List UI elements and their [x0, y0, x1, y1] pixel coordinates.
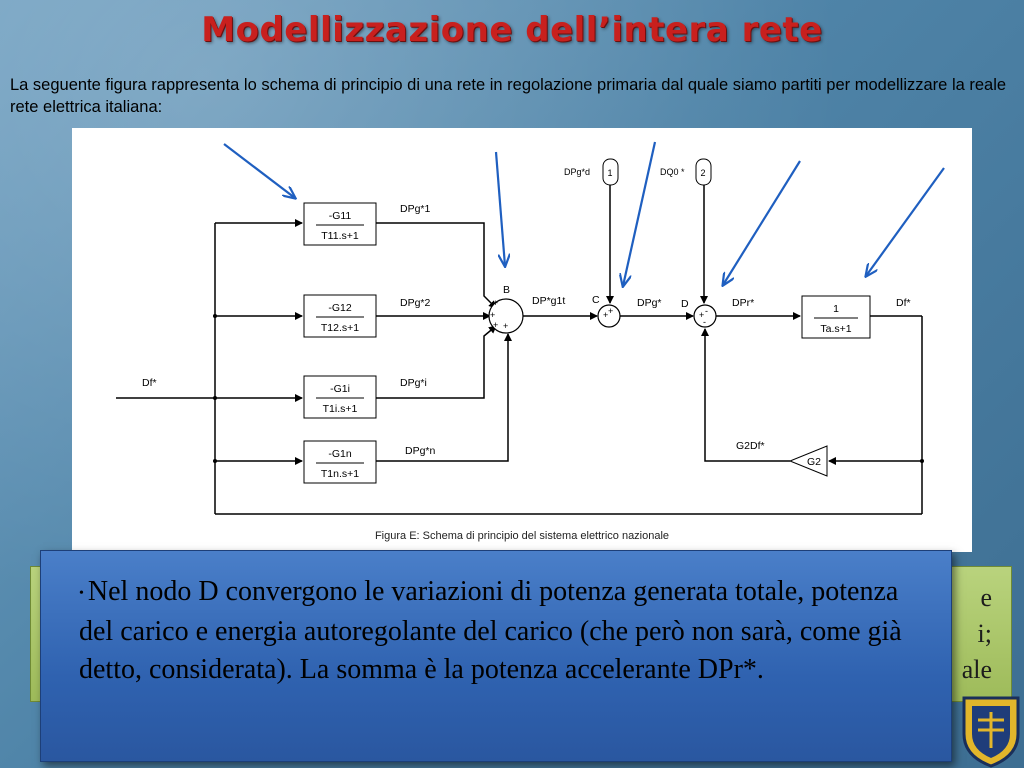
annotation-arrow — [494, 151, 505, 266]
sum-node-d: + - - — [693, 304, 717, 328]
figure-caption: Figura E: Schema di principio del sistem… — [374, 530, 670, 542]
svg-text:Ta.s+1: Ta.s+1 — [820, 323, 851, 335]
fragment: e — [980, 583, 992, 612]
callout-box: •Nel nodo D convergono le variazioni di … — [40, 550, 952, 762]
signal-g2df — [701, 328, 790, 462]
signal-dpgi — [376, 325, 497, 399]
sum-node-c: + + — [597, 304, 621, 328]
svg-text:-: - — [703, 317, 706, 327]
label-dpg2: DPg*2 — [400, 297, 431, 309]
svg-text:+: + — [608, 306, 613, 316]
svg-text:-: - — [705, 306, 708, 316]
label-dpgi: DPg*i — [400, 377, 427, 389]
background-text-fragments: e i; ale — [922, 580, 992, 688]
label-dpg1t: DP*g1t — [532, 295, 565, 307]
node-label-c: C — [592, 294, 600, 306]
annotation-arrow — [866, 167, 945, 276]
block-plant: 1 Ta.s+1 — [801, 295, 871, 339]
fragment: i; — [977, 619, 992, 648]
svg-text:-G1n: -G1n — [328, 448, 352, 460]
svg-text:+: + — [699, 310, 704, 320]
svg-text:+: + — [603, 310, 608, 320]
block-g12: -G12 T12.s+1 — [303, 294, 377, 338]
label-dpg1: DPg*1 — [400, 203, 431, 215]
label-g2df: G2Df* — [736, 440, 765, 452]
input-label: Df* — [142, 377, 157, 389]
annotation-arrow — [223, 143, 295, 198]
svg-text:-G11: -G11 — [329, 210, 352, 222]
inport-1-num: 1 — [607, 168, 612, 178]
block-g1n: -G1n T1n.s+1 — [303, 440, 377, 484]
label-df-out: Df* — [896, 297, 911, 309]
svg-text:T1i.s+1: T1i.s+1 — [323, 403, 358, 415]
gain-g2 — [788, 445, 828, 477]
gain-g2-label: G2 — [807, 456, 821, 468]
svg-text:+: + — [503, 321, 508, 331]
annotation-arrow — [623, 141, 657, 286]
sum-node-b: + + + + — [488, 298, 524, 334]
node-label-d: D — [681, 298, 689, 310]
inport-1-label: DPg*d — [564, 167, 590, 177]
signal-dpgn — [376, 333, 512, 462]
svg-text:1: 1 — [833, 303, 839, 315]
slide-title: Modellizzazione dell’intera rete — [201, 10, 823, 50]
label-dpgn: DPg*n — [405, 445, 436, 457]
svg-text:T11.s+1: T11.s+1 — [321, 230, 359, 242]
fragment: ale — [961, 655, 992, 684]
callout-text: Nel nodo D convergono le variazioni di p… — [79, 576, 902, 685]
node-label-b: B — [503, 284, 510, 296]
inport-2-label: DQ0 * — [660, 167, 685, 177]
inport-2-num: 2 — [700, 168, 705, 178]
junction-dot — [213, 396, 217, 400]
annotation-arrow — [723, 160, 801, 285]
block-g1i: -G1i T1i.s+1 — [303, 375, 377, 419]
block-diagram-figure: Df* -G11 T11.s+1 -G12 T12.s+1 -G1i T1i.s… — [72, 128, 972, 552]
block-diagram: Df* -G11 T11.s+1 -G12 T12.s+1 -G1i T1i.s… — [116, 141, 945, 515]
bullet-icon: • — [79, 585, 84, 601]
label-dpr: DPr* — [732, 297, 754, 309]
svg-text:-G1i: -G1i — [330, 383, 350, 395]
svg-text:+: + — [490, 310, 495, 320]
signal-dpg1 — [376, 222, 497, 309]
intro-text: La seguente figura rappresenta lo schema… — [10, 76, 1007, 116]
svg-text:T1n.s+1: T1n.s+1 — [321, 468, 359, 480]
svg-text:-G12: -G12 — [328, 302, 352, 314]
label-dpg: DPg* — [637, 297, 662, 309]
svg-text:+: + — [493, 298, 498, 308]
block-g11: -G11 T11.s+1 — [303, 202, 377, 246]
svg-text:+: + — [493, 320, 498, 330]
university-crest-logo — [962, 696, 1020, 768]
svg-text:T12.s+1: T12.s+1 — [321, 322, 359, 334]
